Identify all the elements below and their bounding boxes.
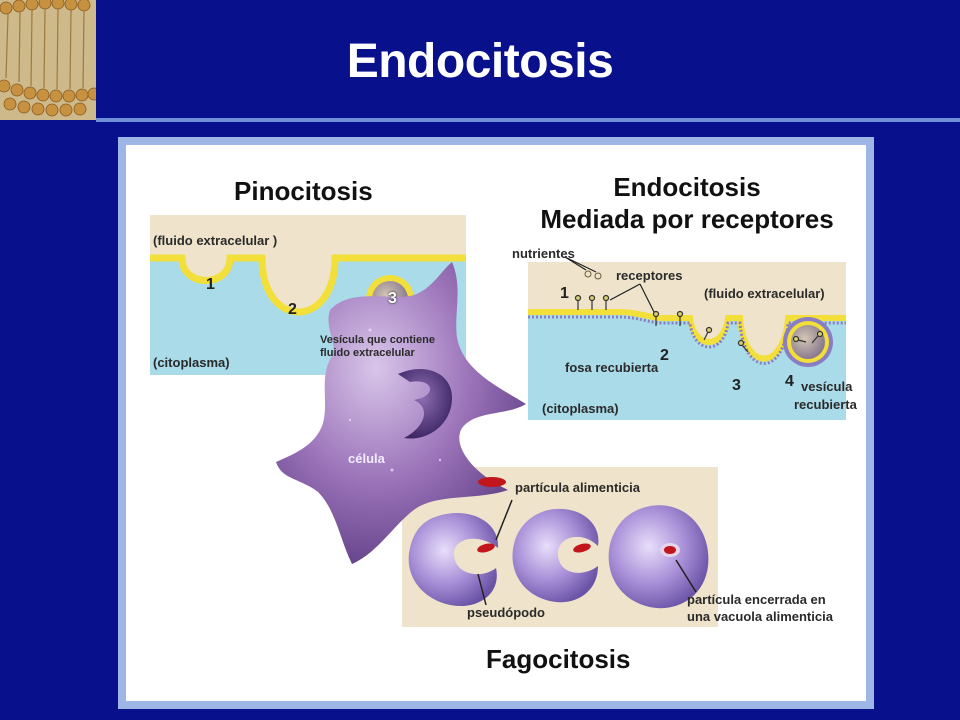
food-particle-label: partícula alimenticia	[515, 480, 640, 495]
pinocytosis-step-3: 3	[388, 290, 397, 307]
cell-label: célula	[348, 451, 385, 466]
membrane-thumbnail-image	[0, 0, 96, 120]
pinocytosis-vesicle-caption-2: fluido extracelular	[320, 347, 415, 359]
enclosed-particle-label-2: una vacuola alimenticia	[687, 609, 833, 624]
pinocytosis-step-1: 1	[206, 276, 215, 293]
receptor-heading-line2: Mediada por receptores	[540, 204, 834, 234]
pseudopod-label: pseudópodo	[467, 605, 545, 620]
coated-vesicle-label-2: recubierta	[794, 397, 857, 412]
enclosed-particle-label-1: partícula encerrada en	[687, 592, 826, 607]
pinocytosis-step-2: 2	[288, 301, 297, 318]
receptor-step-3: 3	[732, 377, 741, 394]
pinocytosis-extracellular-label: (fluido extracelular )	[153, 233, 278, 248]
cell-illustration	[276, 262, 526, 564]
receptor-extracellular-label: (fluido extracelular)	[704, 286, 825, 301]
nutrients-label: nutrientes	[512, 246, 575, 261]
coated-pit-label: fosa recubierta	[565, 360, 659, 375]
receptor-cytoplasm-label: (citoplasma)	[542, 401, 619, 416]
receptor-step-4: 4	[785, 373, 794, 390]
header-band	[0, 0, 960, 118]
header-divider	[96, 118, 960, 122]
receptor-step-1: 1	[560, 285, 569, 302]
receptor-endocytosis-diagram	[528, 256, 846, 420]
receptor-step-2: 2	[660, 347, 669, 364]
pinocytosis-cytoplasm-label: (citoplasma)	[153, 355, 230, 370]
phagocytosis-heading: Fagocitosis	[486, 644, 631, 674]
receptor-heading-line1: Endocitosis	[613, 172, 761, 202]
pinocytosis-heading: Pinocitosis	[234, 176, 373, 206]
receptors-label: receptores	[616, 268, 683, 283]
slide-title: Endocitosis	[346, 35, 614, 88]
coated-vesicle-label-1: vesícula	[801, 379, 853, 394]
pinocytosis-vesicle-caption-1: Vesícula que contiene	[320, 334, 435, 346]
